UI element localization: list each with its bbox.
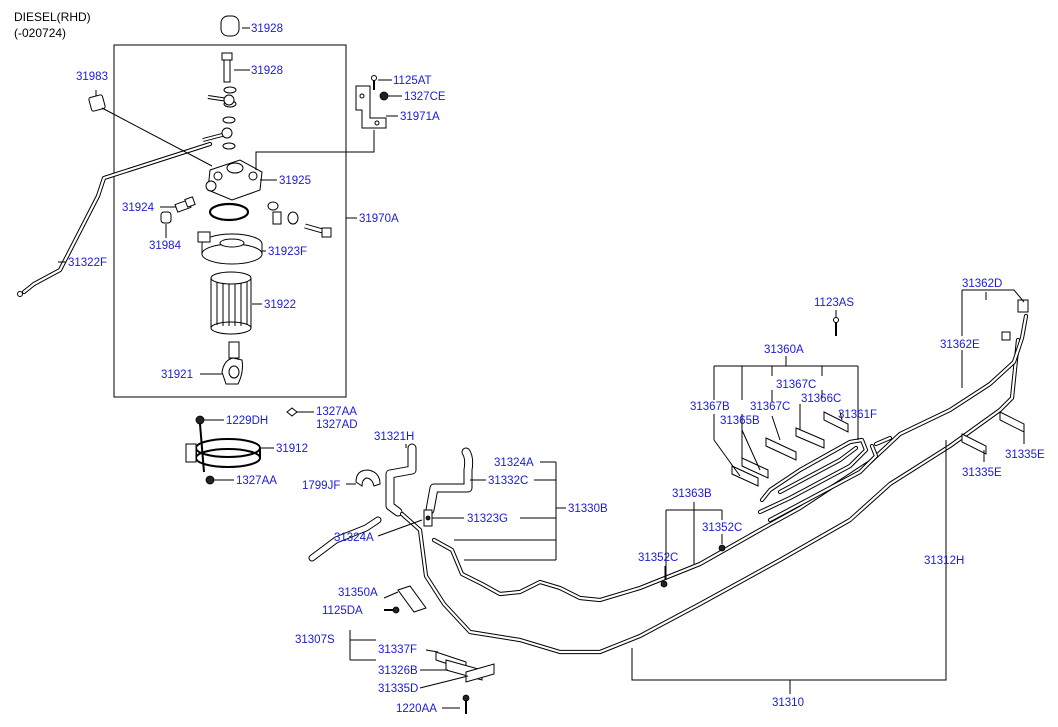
label-31307s[interactable]: 31307S: [295, 634, 335, 646]
label-31360a[interactable]: 31360A: [764, 344, 804, 356]
label-1229dh[interactable]: 1229DH: [226, 415, 268, 427]
bolt-part: [833, 317, 839, 336]
label-1123as[interactable]: 1123AS: [814, 297, 854, 309]
part-labels: 31928 31928 31983 1125AT 1327CE 31971A 3…: [68, 23, 1045, 715]
label-31312h[interactable]: 31312H: [924, 555, 964, 567]
sensor-part: [221, 341, 243, 385]
filter-assembly-box: [113, 44, 347, 398]
label-1327aa-top[interactable]: 1327AA: [316, 406, 357, 418]
label-1327aa-bottom[interactable]: 1327AA: [236, 475, 277, 487]
filter-head-part: [205, 159, 263, 201]
label-31928-bolt[interactable]: 31928: [251, 65, 283, 77]
fuel-filter-part: [210, 271, 252, 335]
label-31321h[interactable]: 31321H: [374, 431, 414, 443]
washer-part: [223, 86, 237, 94]
cap-part: [220, 15, 240, 37]
eye-bolt-part: [202, 127, 233, 142]
label-31984[interactable]: 31984: [149, 240, 182, 252]
label-31324a-bottom[interactable]: 31324A: [334, 532, 374, 544]
label-31928-cap[interactable]: 31928: [251, 23, 283, 35]
bracket-part: [355, 75, 389, 129]
label-31366c[interactable]: 31366C: [801, 393, 841, 405]
clip-assembly-part: [435, 651, 495, 683]
label-31361f[interactable]: 31361F: [838, 409, 877, 421]
banjo-fitting-part: [267, 201, 299, 225]
label-31923f[interactable]: 31923F: [268, 246, 307, 258]
label-31332c[interactable]: 31332C: [488, 475, 528, 487]
label-31335d[interactable]: 31335D: [378, 683, 418, 695]
label-31971a[interactable]: 31971A: [400, 111, 440, 123]
plug-part: [160, 211, 172, 224]
label-31924[interactable]: 31924: [122, 202, 155, 214]
label-1327ad[interactable]: 1327AD: [316, 419, 358, 431]
bolt-part: [221, 52, 233, 83]
label-31367c-middle[interactable]: 31367C: [750, 401, 790, 413]
eye-bolt-part: [207, 94, 235, 106]
label-31983[interactable]: 31983: [76, 71, 108, 83]
label-31922[interactable]: 31922: [264, 299, 296, 311]
label-31363b[interactable]: 31363B: [672, 488, 712, 500]
label-31970a[interactable]: 31970A: [359, 213, 399, 225]
label-31352c-right[interactable]: 31352C: [702, 522, 742, 534]
hose-part: [425, 447, 474, 515]
label-31362e[interactable]: 31362E: [940, 339, 980, 351]
label-31330b[interactable]: 31330B: [568, 503, 608, 515]
label-31365b[interactable]: 31365B: [720, 415, 760, 427]
label-31925[interactable]: 31925: [279, 175, 311, 187]
tube-end-part: [1001, 331, 1011, 341]
clamp-part: [718, 544, 726, 552]
label-31335e-left[interactable]: 31335E: [962, 467, 1002, 479]
label-31337f[interactable]: 31337F: [378, 644, 417, 656]
mounting-band-part: [185, 415, 261, 485]
diagram-header-model: DIESEL(RHD): [14, 10, 91, 24]
label-31310[interactable]: 31310: [772, 697, 804, 709]
label-31323g[interactable]: 31323G: [467, 513, 508, 525]
washer-part: [222, 116, 236, 124]
hose-part: [308, 516, 382, 562]
label-31335e-right[interactable]: 31335E: [1005, 449, 1045, 461]
pipe-end-fitting: [17, 291, 23, 297]
fitting-part: [174, 196, 196, 213]
label-31324a-top[interactable]: 31324A: [494, 457, 534, 469]
hose-part: [385, 443, 417, 517]
clamp-part: [660, 580, 668, 588]
label-31367c-top[interactable]: 31367C: [776, 379, 816, 391]
tube-end-part: [1017, 299, 1029, 313]
bolt-part: [384, 606, 400, 614]
label-31367b[interactable]: 31367B: [690, 401, 730, 413]
grommet-part: [88, 94, 106, 112]
fuel-pipe-31322f: [21, 141, 213, 295]
o-ring-part: [208, 202, 250, 222]
tube-clip-part: [731, 411, 1025, 487]
connector-part: [423, 509, 433, 527]
label-31350a[interactable]: 31350A: [338, 587, 378, 599]
filter-element-part: [197, 231, 263, 265]
label-1125da[interactable]: 1125DA: [322, 605, 363, 617]
label-31352c-left[interactable]: 31352C: [638, 552, 678, 564]
nut-part: [286, 407, 298, 417]
label-1799jf[interactable]: 1799JF: [302, 480, 340, 492]
label-31912[interactable]: 31912: [276, 443, 308, 455]
label-31326b[interactable]: 31326B: [378, 665, 418, 677]
bracket-part: [397, 585, 427, 613]
clip-part: [355, 469, 381, 487]
label-31362d[interactable]: 31362D: [962, 278, 1002, 290]
tube-bundle-part: [757, 435, 893, 523]
leader-lines: [58, 27, 1025, 709]
label-31322f[interactable]: 31322F: [68, 257, 107, 269]
diagram-header-date: (-020724): [14, 26, 67, 40]
bolt-part: [462, 694, 470, 714]
bolt-part: [304, 223, 332, 238]
label-1220aa[interactable]: 1220AA: [396, 703, 437, 715]
label-1327ce[interactable]: 1327CE: [404, 91, 446, 103]
washer-part: [222, 142, 236, 150]
label-1125at[interactable]: 1125AT: [393, 75, 432, 87]
label-31921[interactable]: 31921: [161, 369, 193, 381]
